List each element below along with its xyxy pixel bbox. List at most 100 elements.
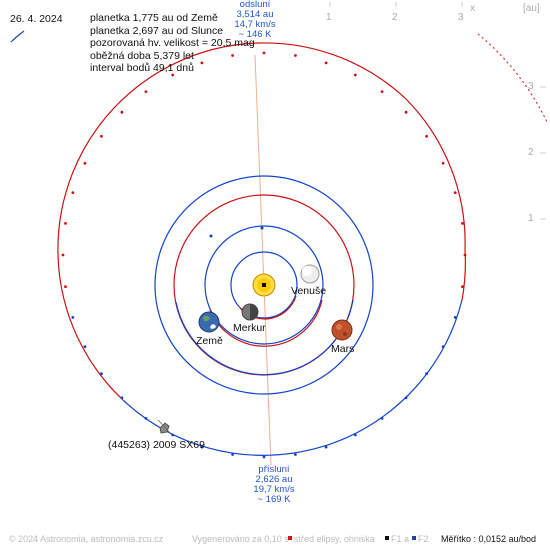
footer-legend-f1: F1 bbox=[391, 534, 402, 544]
earth-icon bbox=[198, 311, 220, 333]
x-axis-ticks bbox=[329, 2, 463, 7]
info-block: planetka 1,775 au od Země planetka 2,697… bbox=[90, 12, 255, 75]
orbit-point bbox=[294, 54, 297, 57]
info-interval: interval bodů 49,1 dnů bbox=[90, 62, 194, 74]
legend-f1-marker bbox=[385, 536, 389, 540]
aphelion-speed: 14,7 km/s bbox=[234, 19, 276, 30]
orbit-point bbox=[453, 316, 457, 319]
sun-icon bbox=[252, 273, 276, 297]
orbit-point bbox=[64, 222, 67, 225]
orbit-point bbox=[200, 61, 204, 65]
asteroid-orbit-upper bbox=[57, 42, 466, 401]
orbit-point bbox=[453, 191, 457, 195]
orbit-point bbox=[171, 433, 175, 437]
orbit-point bbox=[144, 90, 148, 93]
y-axis-ticks bbox=[540, 86, 546, 220]
orbit-point bbox=[324, 445, 328, 449]
orbit-point bbox=[294, 453, 297, 456]
orbit-point bbox=[425, 372, 428, 376]
orbit-point bbox=[83, 345, 87, 349]
info-magnitude: pozorovaná hv. velikost = 20,5 mag bbox=[90, 37, 255, 49]
probe-trail-icon bbox=[10, 30, 25, 43]
mars-icon bbox=[331, 319, 353, 341]
perihelion-distance: 2,626 au bbox=[255, 474, 293, 485]
orbit-point bbox=[262, 51, 266, 55]
mars-label: Mars bbox=[331, 343, 355, 355]
legend-f2-marker bbox=[412, 536, 416, 540]
orbit-point bbox=[231, 54, 235, 57]
orbit-point bbox=[61, 253, 65, 257]
perihelion-speed: 19,7 km/s bbox=[253, 484, 295, 495]
y-tick-1: 1 bbox=[528, 213, 534, 224]
orbit-point bbox=[171, 73, 175, 77]
orbit-point bbox=[100, 134, 103, 138]
x-tick-1: 1 bbox=[326, 12, 332, 23]
asteroid-orbit-lower bbox=[122, 299, 463, 456]
footer-scale: Měřítko : 0,0152 au/bod bbox=[441, 534, 537, 544]
earth-orbit bbox=[154, 175, 374, 395]
orbit-point bbox=[404, 110, 408, 114]
orbit-point bbox=[441, 161, 445, 165]
footer-legend-f2: F2 bbox=[418, 534, 429, 544]
aphelion-title: odsluní bbox=[239, 0, 271, 10]
orbit-point bbox=[380, 417, 384, 420]
marker-dot bbox=[260, 226, 264, 230]
orbit-point bbox=[262, 455, 266, 459]
orbit-point bbox=[71, 316, 75, 319]
orbit-point bbox=[144, 417, 148, 420]
info-distance-earth: planetka 1,775 au od Země bbox=[90, 12, 218, 24]
info-period: oběžná doba 5,379 let bbox=[90, 49, 194, 62]
aphelion-temp: ~ 146 K bbox=[238, 29, 272, 40]
aphelion-label: odsluní 3,514 au 14,7 km/s ~ 146 K bbox=[220, 0, 290, 40]
marker-dot bbox=[209, 234, 213, 238]
footer-copyright: © 2024 Astronomia, astronomia.zcu.cz bbox=[9, 534, 164, 544]
venus-icon bbox=[300, 264, 320, 284]
x-axis-unit: x bbox=[470, 3, 475, 14]
info-distance-sun: planetka 2,697 au od Slunce bbox=[90, 24, 224, 37]
apsis-line bbox=[254, 54, 272, 466]
orbit-point bbox=[231, 453, 235, 456]
orbit-point bbox=[461, 285, 464, 288]
orbit-point bbox=[71, 191, 75, 195]
mercury-label: Merkur bbox=[233, 322, 266, 334]
orbit-point bbox=[120, 396, 124, 400]
orbit-point bbox=[441, 345, 445, 349]
x-tick-3: 3 bbox=[458, 12, 464, 23]
asteroid-label: (445263) 2009 SX69 bbox=[108, 439, 205, 451]
orbit-point bbox=[353, 73, 357, 77]
orbit-point bbox=[353, 433, 357, 437]
y-tick-2: 2 bbox=[528, 147, 534, 158]
orbit-point bbox=[461, 222, 464, 225]
venus-orbit bbox=[204, 225, 324, 345]
orbit-point bbox=[100, 372, 103, 376]
y-tick-3: 3 bbox=[528, 81, 534, 92]
orbit-point bbox=[404, 396, 408, 400]
earth-label: Země bbox=[196, 335, 223, 347]
asteroid-icon bbox=[157, 419, 173, 436]
mercury-orbit bbox=[230, 251, 298, 319]
x-tick-2: 2 bbox=[392, 12, 398, 23]
orbit-point bbox=[120, 110, 124, 114]
orbit-point bbox=[425, 134, 428, 138]
mercury-icon bbox=[241, 303, 259, 321]
orbit-point bbox=[83, 161, 87, 165]
legend-center-marker bbox=[288, 536, 292, 540]
orbit-point bbox=[463, 253, 467, 257]
perihelion-temp: ~ 169 K bbox=[257, 494, 291, 505]
perihelion-label: přísluní 2,626 au 19,7 km/s ~ 169 K bbox=[239, 465, 309, 505]
y-axis-unit: [au] bbox=[523, 3, 540, 14]
asteroid-orbit-points bbox=[61, 51, 467, 459]
orbit-point bbox=[64, 285, 67, 288]
perihelion-title: přísluní bbox=[258, 464, 290, 475]
orbit-point bbox=[324, 61, 328, 65]
venus-label: Venuše bbox=[291, 285, 327, 297]
orbit-point bbox=[200, 445, 204, 449]
venus-orbit-red bbox=[209, 299, 323, 347]
date-label: 26. 4. 2024 bbox=[10, 13, 63, 25]
orbit-point bbox=[380, 90, 384, 93]
footer-legend-center: střed elipsy, ohniska bbox=[294, 534, 375, 544]
outer-orbit-fragment bbox=[477, 33, 548, 123]
footer-generated: Vygenerováno za 0,10 s bbox=[192, 534, 289, 544]
footer-legend-a: a bbox=[404, 534, 410, 544]
